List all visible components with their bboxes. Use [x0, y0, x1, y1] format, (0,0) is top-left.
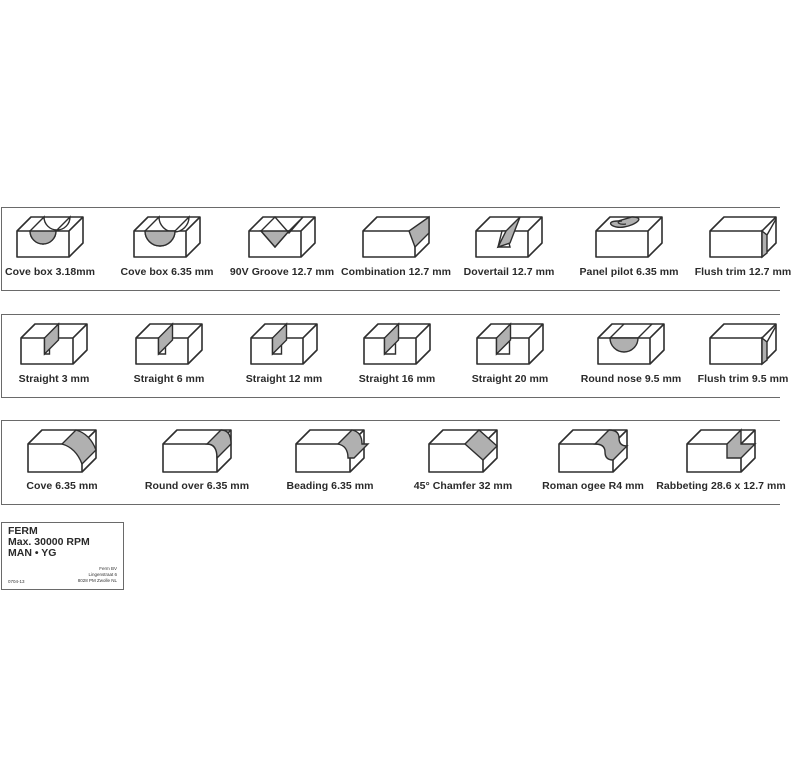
straight-6-icon — [135, 322, 203, 365]
profile-label: Cove box 6.35 mm — [120, 266, 214, 278]
straight-16-icon — [363, 322, 431, 365]
profile-label: Flush trim 12.7 mm — [694, 266, 791, 278]
model-code: MAN • YG — [8, 547, 57, 559]
profile-label: 45° Chamfer 32 mm — [413, 480, 513, 492]
profile-label: Round nose 9.5 mm — [580, 373, 682, 385]
company-name: Ferm BV — [99, 566, 117, 571]
dovetail-icon — [475, 216, 543, 258]
rabbeting-icon — [686, 428, 757, 473]
profile-label: Rabbeting 28.6 x 12.7 mm — [656, 480, 786, 492]
profile-label: Dovertail 12.7 mm — [463, 266, 555, 278]
cove-box-large-icon — [133, 215, 201, 258]
profile-item — [360, 320, 434, 366]
company-street: Lingenstraat 6 — [88, 572, 117, 577]
panel-pilot-icon — [595, 216, 663, 258]
profile-label: Straight 6 mm — [133, 373, 205, 385]
flush-trim-icon — [709, 323, 777, 366]
roman-ogee-icon — [558, 429, 629, 473]
profile-label: Cove box 3.18mm — [4, 266, 96, 278]
cove-box-small-icon — [16, 215, 84, 258]
profile-item — [292, 426, 370, 474]
profile-item — [706, 320, 780, 366]
profile-item — [159, 426, 235, 474]
profile-item — [132, 320, 206, 366]
round-over-icon — [162, 429, 232, 473]
brand-name: FERM — [8, 525, 38, 537]
profile-item — [17, 320, 91, 366]
profile-item — [555, 426, 631, 474]
profile-item — [245, 213, 319, 259]
manufacturer-plate: FERM Max. 30000 RPM MAN • YG 0704-13 Fer… — [1, 522, 124, 590]
profile-label: Cove 6.35 mm — [26, 480, 98, 492]
profile-label: Beading 6.35 mm — [286, 480, 374, 492]
profile-item — [706, 213, 780, 259]
max-rpm: Max. 30000 RPM — [8, 536, 90, 548]
profile-strip-row-3 — [1, 420, 780, 505]
profile-label: Straight 20 mm — [471, 373, 549, 385]
profile-item — [359, 213, 433, 259]
profile-label: Roman ogee R4 mm — [542, 480, 644, 492]
profile-item — [683, 426, 759, 474]
chamfer-icon — [428, 429, 499, 473]
beading-icon — [295, 429, 370, 473]
profile-label: Round over 6.35 mm — [144, 480, 250, 492]
profile-label: Straight 16 mm — [358, 373, 436, 385]
straight-12-icon — [250, 322, 318, 365]
straight-20-icon — [476, 322, 544, 365]
profile-label: 90V Groove 12.7 mm — [229, 266, 335, 278]
profile-item — [592, 213, 666, 259]
doc-number: 0704-13 — [8, 579, 25, 584]
profile-item — [594, 320, 668, 366]
straight-3-icon — [20, 322, 88, 365]
profile-item — [472, 213, 546, 259]
profile-item — [24, 426, 100, 474]
v-groove-icon — [248, 215, 316, 258]
profile-label: Straight 12 mm — [245, 373, 323, 385]
profile-label: Flush trim 9.5 mm — [697, 373, 789, 385]
profile-label: Straight 3 mm — [18, 373, 90, 385]
cove-icon — [27, 429, 97, 473]
profile-label: Panel pilot 6.35 mm — [579, 266, 679, 278]
company-city: 8028 PM Zwolle NL — [77, 578, 117, 583]
flush-trim-icon — [709, 216, 777, 259]
profile-item — [425, 426, 501, 474]
profile-item — [130, 213, 204, 259]
profile-label: Combination 12.7 mm — [340, 266, 452, 278]
profile-item — [13, 213, 87, 259]
round-nose-icon — [597, 323, 665, 365]
profile-item — [247, 320, 321, 366]
profile-item — [473, 320, 547, 366]
combination-icon — [362, 215, 430, 258]
